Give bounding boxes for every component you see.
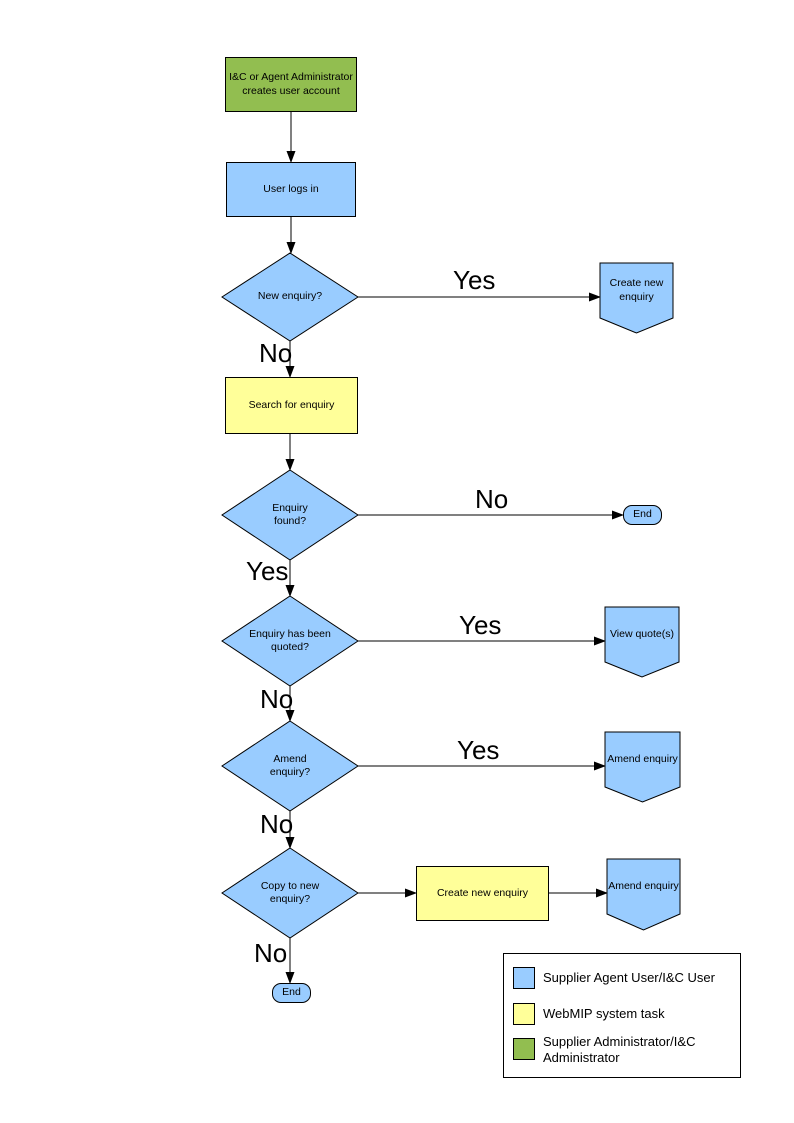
decision-new-enquiry xyxy=(221,252,359,342)
decision-amend-enquiry xyxy=(221,720,359,812)
legend-label-system: WebMIP system task xyxy=(543,1006,665,1021)
label-no-enquiry-quoted: No xyxy=(260,684,294,714)
label-yes-enquiry-quoted: Yes xyxy=(459,610,502,640)
offpage-amend-enquiry-1 xyxy=(604,731,681,803)
label-no-amend-enquiry: No xyxy=(260,809,294,839)
task-search-for-enquiry: Search for enquiry xyxy=(225,377,358,434)
label-yes-new-enquiry: Yes xyxy=(453,265,496,295)
terminator-end-2: End xyxy=(272,983,311,1003)
legend-label-user: Supplier Agent User/I&C User xyxy=(543,970,715,985)
label-no-copy-to-new: No xyxy=(254,938,288,968)
legend-swatch-admin xyxy=(513,1038,535,1060)
terminator-end-2-label: End xyxy=(282,986,301,999)
task-search-for-enquiry-label: Search for enquiry xyxy=(248,398,335,411)
label-no-new-enquiry: No xyxy=(259,338,293,368)
decision-enquiry-quoted xyxy=(221,595,359,687)
offpage-create-new-enquiry xyxy=(599,262,674,334)
offpage-amend-enquiry-2 xyxy=(606,858,681,931)
terminator-end-1-label: End xyxy=(633,508,652,521)
legend-swatch-system xyxy=(513,1003,535,1025)
label-yes-amend-enquiry: Yes xyxy=(457,735,500,765)
decision-enquiry-found xyxy=(221,469,359,561)
legend-label-admin: Supplier Administrator/I&C Administrator xyxy=(543,1034,696,1066)
task-create-new-enquiry-label: Create new enquiry xyxy=(436,886,529,899)
task-create-new-enquiry: Create new enquiry xyxy=(416,866,549,921)
process-user-logs-in: User logs in xyxy=(226,162,356,217)
legend-swatch-user xyxy=(513,967,535,989)
label-no-enquiry-found: No xyxy=(475,484,509,514)
process-create-account: I&C or Agent Administrator creates user … xyxy=(225,57,357,112)
decision-copy-to-new-enquiry xyxy=(221,847,359,939)
process-user-logs-in-label: User logs in xyxy=(263,182,319,195)
legend-box: Supplier Agent User/I&C User WebMIP syst… xyxy=(503,953,741,1078)
terminator-end-1: End xyxy=(623,505,662,525)
process-create-account-label: I&C or Agent Administrator creates user … xyxy=(229,71,353,97)
offpage-view-quotes xyxy=(604,606,680,678)
label-yes-enquiry-found: Yes xyxy=(246,556,289,586)
